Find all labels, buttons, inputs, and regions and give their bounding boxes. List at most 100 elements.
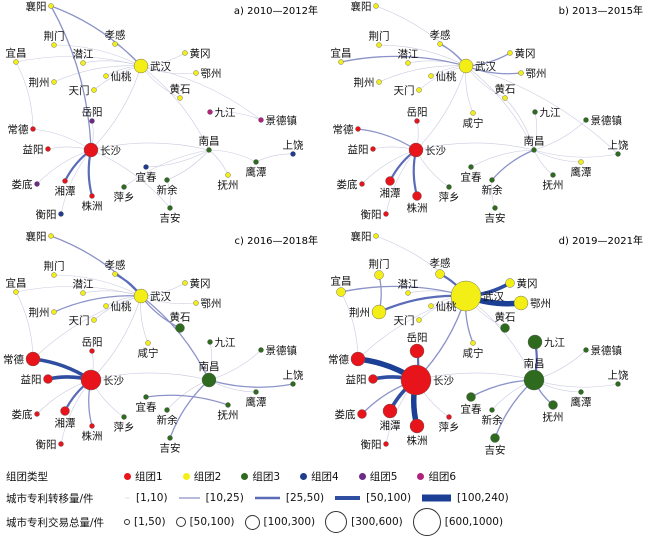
city-node xyxy=(103,303,109,309)
city-node xyxy=(532,109,538,115)
legend-flow-item: [100,240) xyxy=(421,492,509,504)
transfer-edge xyxy=(169,379,210,439)
transfer-edge xyxy=(533,111,538,151)
city-label: 天门 xyxy=(394,84,415,97)
transfer-edge xyxy=(53,44,142,67)
city-node xyxy=(167,205,173,211)
legend-cluster-label: 组团4 xyxy=(311,470,339,483)
city-label: 九江 xyxy=(215,107,236,119)
city-node xyxy=(350,351,366,367)
city-label: 抚州 xyxy=(218,410,239,422)
city-node xyxy=(371,304,387,320)
city-node xyxy=(89,118,95,124)
city-node xyxy=(373,3,379,9)
city-node xyxy=(51,309,57,315)
city-node xyxy=(13,289,19,295)
city-node xyxy=(201,372,217,388)
city-label: 岳阳 xyxy=(82,107,103,119)
city-label: 益阳 xyxy=(348,143,369,156)
city-label: 黄石 xyxy=(495,311,516,324)
city-node xyxy=(527,334,543,350)
city-label: 荆州 xyxy=(354,76,375,89)
city-node xyxy=(368,374,378,384)
city-label: 孝感 xyxy=(105,29,126,42)
legend-cluster-label: 组团2 xyxy=(193,470,222,483)
transfer-edge xyxy=(90,372,210,381)
city-label: 宜春 xyxy=(461,403,482,416)
city-node xyxy=(133,288,149,304)
city-label: 上饶 xyxy=(283,369,304,382)
city-node xyxy=(45,146,51,152)
city-label: 潜江 xyxy=(398,48,419,61)
legend-flow-label: [1,10) xyxy=(136,492,168,504)
city-node xyxy=(383,211,389,217)
city-label: 新余 xyxy=(157,414,178,427)
city-label: 荆州 xyxy=(29,306,50,319)
city-label: 潜江 xyxy=(398,278,419,291)
city-label: 潜江 xyxy=(73,48,94,61)
city-label: 萍乡 xyxy=(114,192,135,204)
city-label: 萍乡 xyxy=(439,422,460,434)
city-label: 长沙 xyxy=(433,375,454,387)
city-node xyxy=(550,172,556,178)
city-label: 鹰潭 xyxy=(571,396,592,409)
city-label: 新余 xyxy=(482,184,503,197)
city-node xyxy=(182,280,188,286)
city-node xyxy=(338,59,344,65)
city-node xyxy=(466,392,476,402)
city-label: 孝感 xyxy=(430,257,451,270)
city-label: 萍乡 xyxy=(114,422,135,434)
city-label: 上饶 xyxy=(608,139,629,152)
city-node xyxy=(336,287,346,297)
transfer-edge xyxy=(533,119,587,151)
legend-cluster-label: 组团5 xyxy=(369,470,398,483)
city-label: 娄底 xyxy=(12,408,33,421)
city-node xyxy=(258,347,264,353)
city-label: 武汉 xyxy=(483,290,504,303)
city-label: 常德 xyxy=(8,123,29,136)
city-label: 湘潭 xyxy=(380,419,401,432)
transfer-edge xyxy=(140,65,210,151)
cluster-dot-icon xyxy=(358,472,366,480)
legend-volume-item: [1,50) xyxy=(124,516,166,528)
city-node xyxy=(253,389,259,395)
city-label: 仙桃 xyxy=(111,300,132,313)
city-node xyxy=(164,177,170,183)
legend-cluster-item: 组团1 xyxy=(124,469,163,484)
legend-flow-item: [10,25) xyxy=(178,492,244,504)
city-label: 益阳 xyxy=(23,143,44,156)
network-panel: c) 2016—2018年襄阳荆门孝感宜昌潜江武汉黄冈鄂州仙桃荆州天门黄石咸宁九… xyxy=(3,230,318,455)
panel-title: a) 2010—2012年 xyxy=(234,4,318,17)
city-node xyxy=(225,402,231,408)
transfer-edge xyxy=(15,61,34,130)
city-node xyxy=(446,414,452,420)
city-label: 吉安 xyxy=(485,212,506,225)
volume-circle-icon xyxy=(412,508,441,536)
city-node xyxy=(615,381,621,387)
volume-circle-icon xyxy=(124,519,130,525)
transfer-edge xyxy=(145,394,229,406)
city-label: 抚州 xyxy=(218,180,239,192)
legend-flow-item: [1,10) xyxy=(124,492,168,504)
city-node xyxy=(357,409,367,419)
city-node xyxy=(382,403,398,419)
legend-cluster-item: 组团2 xyxy=(182,469,222,484)
city-node xyxy=(578,159,584,165)
transfer-edge xyxy=(53,65,142,83)
city-node xyxy=(435,269,445,279)
legend-cluster-title: 组团类型 xyxy=(6,470,48,483)
city-label: 孝感 xyxy=(105,259,126,272)
city-node xyxy=(13,59,19,65)
city-node xyxy=(58,211,64,217)
city-label: 黄冈 xyxy=(190,47,211,60)
city-label: 鹰潭 xyxy=(571,166,592,179)
city-node xyxy=(103,73,109,79)
city-label: 黄石 xyxy=(170,83,191,96)
legend-volume-label: [50,100) xyxy=(189,516,235,528)
city-node xyxy=(206,147,212,153)
legend-volume-item: [100,300) xyxy=(244,514,315,530)
flow-arrow-icon xyxy=(254,496,280,500)
city-node xyxy=(207,339,213,345)
city-node xyxy=(355,126,361,132)
city-label: 吉安 xyxy=(160,442,181,455)
